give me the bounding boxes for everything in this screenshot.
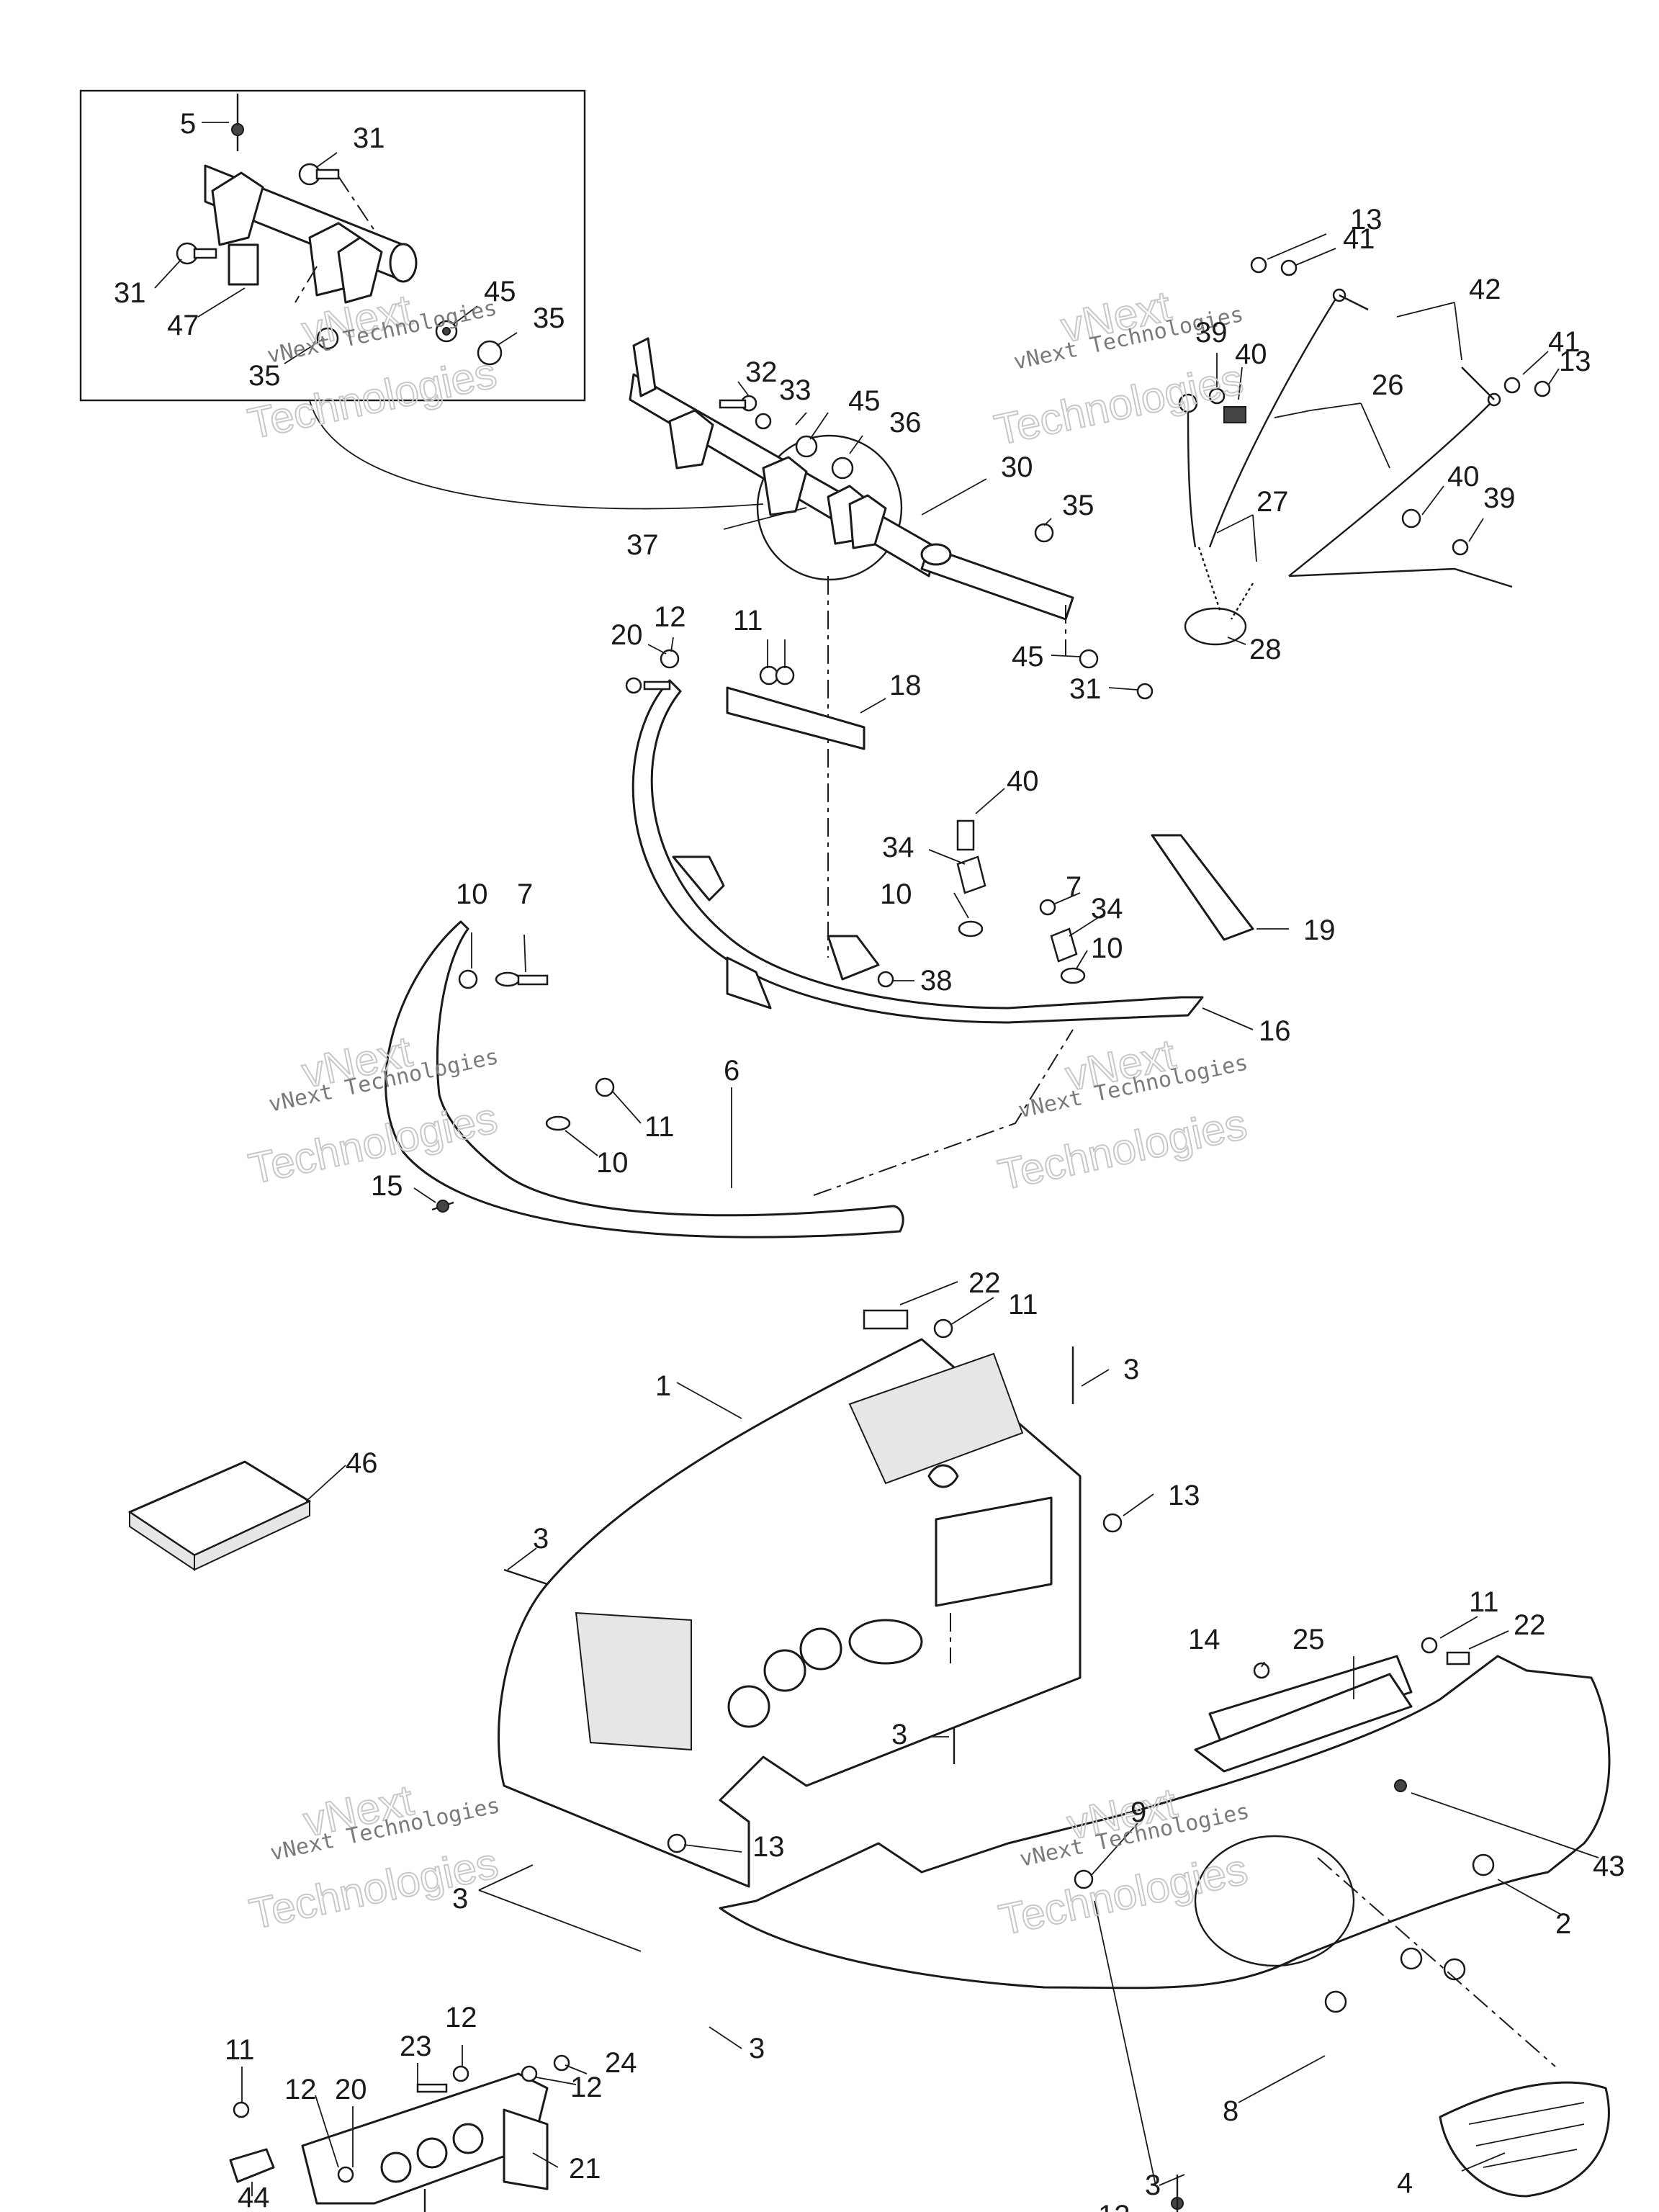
callout-12: 12 xyxy=(284,2074,317,2105)
callout-30: 30 xyxy=(1001,451,1033,483)
callout-34: 34 xyxy=(1091,893,1123,925)
callout-25: 25 xyxy=(1292,1624,1325,1655)
bumper-frame xyxy=(625,649,1204,1024)
detail-inset xyxy=(79,89,586,402)
watermark-low-left: vNext vNext Technologies Technologies xyxy=(245,1775,503,1939)
callout-20: 20 xyxy=(335,2074,367,2105)
callout-31: 31 xyxy=(114,277,146,309)
callout-1: 1 xyxy=(655,1370,671,1402)
foam-block-46 xyxy=(128,1460,311,1571)
callout-45: 45 xyxy=(484,276,516,307)
callout-31: 31 xyxy=(1069,673,1102,705)
guard-4 xyxy=(1439,2081,1610,2198)
callout-35: 35 xyxy=(1062,490,1094,521)
callout-15: 15 xyxy=(371,1170,403,1202)
callout-9: 9 xyxy=(1130,1797,1146,1828)
callout-13: 13 xyxy=(1168,1480,1200,1511)
callout-3: 3 xyxy=(452,1883,468,1915)
callout-22: 22 xyxy=(968,1267,1001,1299)
watermark-top-left: vNext vNext Technologies Technologies xyxy=(243,284,502,449)
callout-16: 16 xyxy=(1259,1015,1291,1047)
callout-42: 42 xyxy=(1469,274,1501,305)
callout-28: 28 xyxy=(1249,634,1282,665)
callout-12: 12 xyxy=(445,2002,477,2033)
callout-13: 13 xyxy=(1350,204,1382,235)
callout-4: 4 xyxy=(1397,2167,1413,2199)
callout-46: 46 xyxy=(346,1447,378,1479)
callout-37: 37 xyxy=(626,529,659,561)
callout-39: 39 xyxy=(1195,317,1228,349)
leader-lines xyxy=(154,122,1599,2196)
callout-41: 41 xyxy=(1343,223,1375,255)
watermark-mid-left: vNext vNext Technologies Technologies xyxy=(244,1026,503,1194)
callout-13: 13 xyxy=(1559,346,1591,377)
callout-10: 10 xyxy=(596,1147,629,1179)
callout-2: 2 xyxy=(1555,1908,1571,1940)
callout-38: 38 xyxy=(920,965,953,997)
callout-24: 24 xyxy=(605,2047,637,2079)
callout-44: 44 xyxy=(238,2182,270,2212)
callout-11: 11 xyxy=(1469,1586,1499,1618)
belly-pan-1 xyxy=(498,1309,1123,1888)
watermark-top-right: vNext vNext Technologies Technologies xyxy=(989,281,1248,455)
callout-6: 6 xyxy=(724,1055,739,1087)
callout-39: 39 xyxy=(1483,482,1516,514)
callout-12: 12 xyxy=(1098,2200,1130,2212)
plate-25 xyxy=(1194,1673,1413,1773)
callout-22: 22 xyxy=(1514,1609,1546,1641)
callout-43: 43 xyxy=(1593,1851,1625,1882)
callout-26: 26 xyxy=(1372,369,1404,401)
callout-3: 3 xyxy=(749,2033,765,2064)
callout-45: 45 xyxy=(1012,641,1044,673)
callout-20: 20 xyxy=(611,619,643,651)
callout-32: 32 xyxy=(745,356,778,388)
callout-35: 35 xyxy=(248,360,281,392)
callout-47: 47 xyxy=(167,310,199,341)
callout-3: 3 xyxy=(1123,1354,1139,1385)
watermark-mid-right: vNext vNext Technologies Technologies xyxy=(994,1029,1252,1200)
front-bumper xyxy=(385,920,1074,1238)
callout-31: 31 xyxy=(353,122,385,154)
callout-40: 40 xyxy=(1235,338,1267,370)
callout-12: 12 xyxy=(570,2072,603,2103)
callout-11: 11 xyxy=(644,1111,675,1143)
callout-19: 19 xyxy=(1303,914,1336,946)
callout-3: 3 xyxy=(1145,2170,1161,2201)
callout-23: 23 xyxy=(400,2031,432,2062)
callout-41: 41 xyxy=(1548,326,1581,358)
callout-13: 13 xyxy=(752,1831,785,1863)
callout-3: 3 xyxy=(533,1523,549,1555)
callout-27: 27 xyxy=(1256,486,1289,518)
callout-14: 14 xyxy=(1188,1624,1220,1655)
callout-34: 34 xyxy=(882,832,914,863)
callout-5: 5 xyxy=(180,108,196,140)
bracket-19 xyxy=(1151,834,1254,941)
callout-45: 45 xyxy=(848,385,881,417)
callout-10: 10 xyxy=(456,878,488,910)
callout-18: 18 xyxy=(889,670,922,701)
detail-leader-curve xyxy=(309,400,764,510)
callouts: 5 31 31 47 45 35 35 32 33 45 36 30 37 35… xyxy=(114,108,1625,2212)
callout-7: 7 xyxy=(1066,871,1082,903)
callout-11: 11 xyxy=(1008,1289,1038,1321)
callout-33: 33 xyxy=(779,374,811,406)
callout-11: 11 xyxy=(733,605,763,637)
callout-40: 40 xyxy=(1447,461,1480,493)
callout-10: 10 xyxy=(880,878,912,910)
steering-column-assembly xyxy=(629,337,1154,958)
callout-21: 21 xyxy=(569,2153,601,2185)
bracket-21 xyxy=(229,2054,1184,2212)
callout-11: 11 xyxy=(225,2034,255,2066)
callout-8: 8 xyxy=(1223,2095,1238,2127)
callout-40: 40 xyxy=(1007,765,1039,797)
callout-35: 35 xyxy=(533,302,565,334)
callout-7: 7 xyxy=(517,878,533,910)
bracket-18 xyxy=(726,686,866,750)
callout-3: 3 xyxy=(891,1719,907,1750)
callout-36: 36 xyxy=(889,407,922,439)
callout-12: 12 xyxy=(654,601,686,633)
callout-10: 10 xyxy=(1091,932,1123,964)
bumper-hardware xyxy=(877,819,1086,988)
